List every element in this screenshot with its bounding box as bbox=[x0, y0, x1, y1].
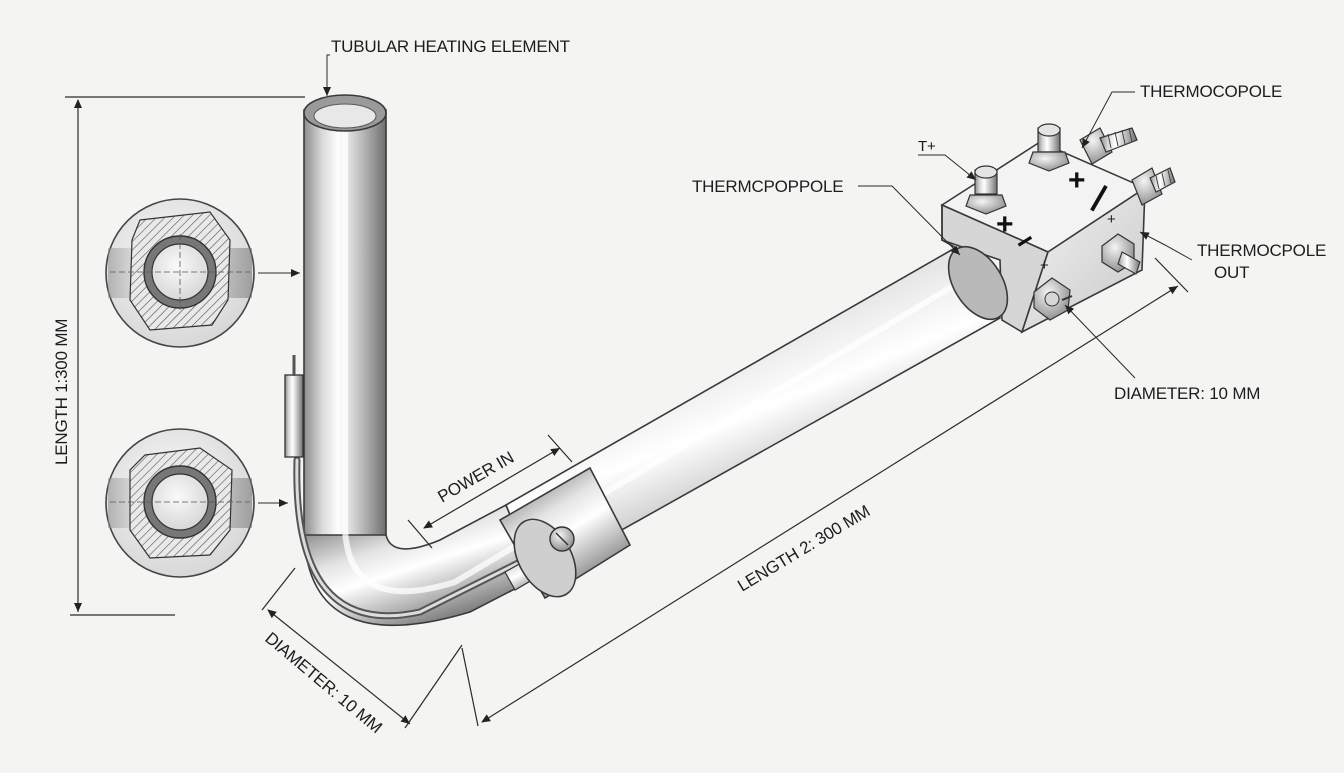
thermocopole-label: THERMOCOPOLE bbox=[1140, 82, 1282, 101]
stud-side-lower bbox=[1131, 167, 1176, 206]
length-2-label: LENGTH 2: 300 MM bbox=[734, 501, 873, 595]
diameter-block-label: DIAMETER: 10 MM bbox=[1114, 384, 1260, 403]
stud-top-right bbox=[1028, 123, 1070, 172]
length-1-label: LENGTH 1:300 MM bbox=[52, 319, 71, 465]
tubular-heating-element-label: TUBULAR HEATING ELEMENT bbox=[331, 37, 570, 56]
stud-right-side bbox=[1101, 233, 1141, 275]
plus-small-symbol: + bbox=[1107, 211, 1116, 228]
thermocpole-out-label: THERMOCPOLE bbox=[1197, 241, 1326, 260]
thermocpole-out-label-line2: OUT bbox=[1214, 263, 1249, 282]
diameter-bend-dimension bbox=[261, 567, 463, 729]
length-1-dimension bbox=[65, 96, 305, 616]
diameter-bend-label: DIAMETER: 10 MM bbox=[261, 629, 385, 738]
lead-sleeve bbox=[284, 374, 304, 458]
length-2-dimension bbox=[461, 257, 1189, 727]
stud-top-left bbox=[965, 165, 1007, 215]
thermcpoppole-label: THERMCPOPPOLE bbox=[692, 177, 843, 196]
tube-bend bbox=[303, 503, 538, 626]
cross-section-detail-upper bbox=[105, 198, 255, 348]
stud-side-upper bbox=[1079, 127, 1138, 165]
t-plus-label: T+ bbox=[918, 138, 936, 155]
plus-symbol: + bbox=[1068, 164, 1085, 197]
power-in-dimension bbox=[407, 434, 573, 549]
tubular-element bbox=[303, 94, 1002, 626]
plus-symbol: + bbox=[996, 208, 1013, 241]
leader-lines bbox=[323, 54, 1193, 379]
plus-small-symbol: + bbox=[1040, 257, 1049, 274]
cross-section-detail-lower bbox=[105, 428, 255, 578]
